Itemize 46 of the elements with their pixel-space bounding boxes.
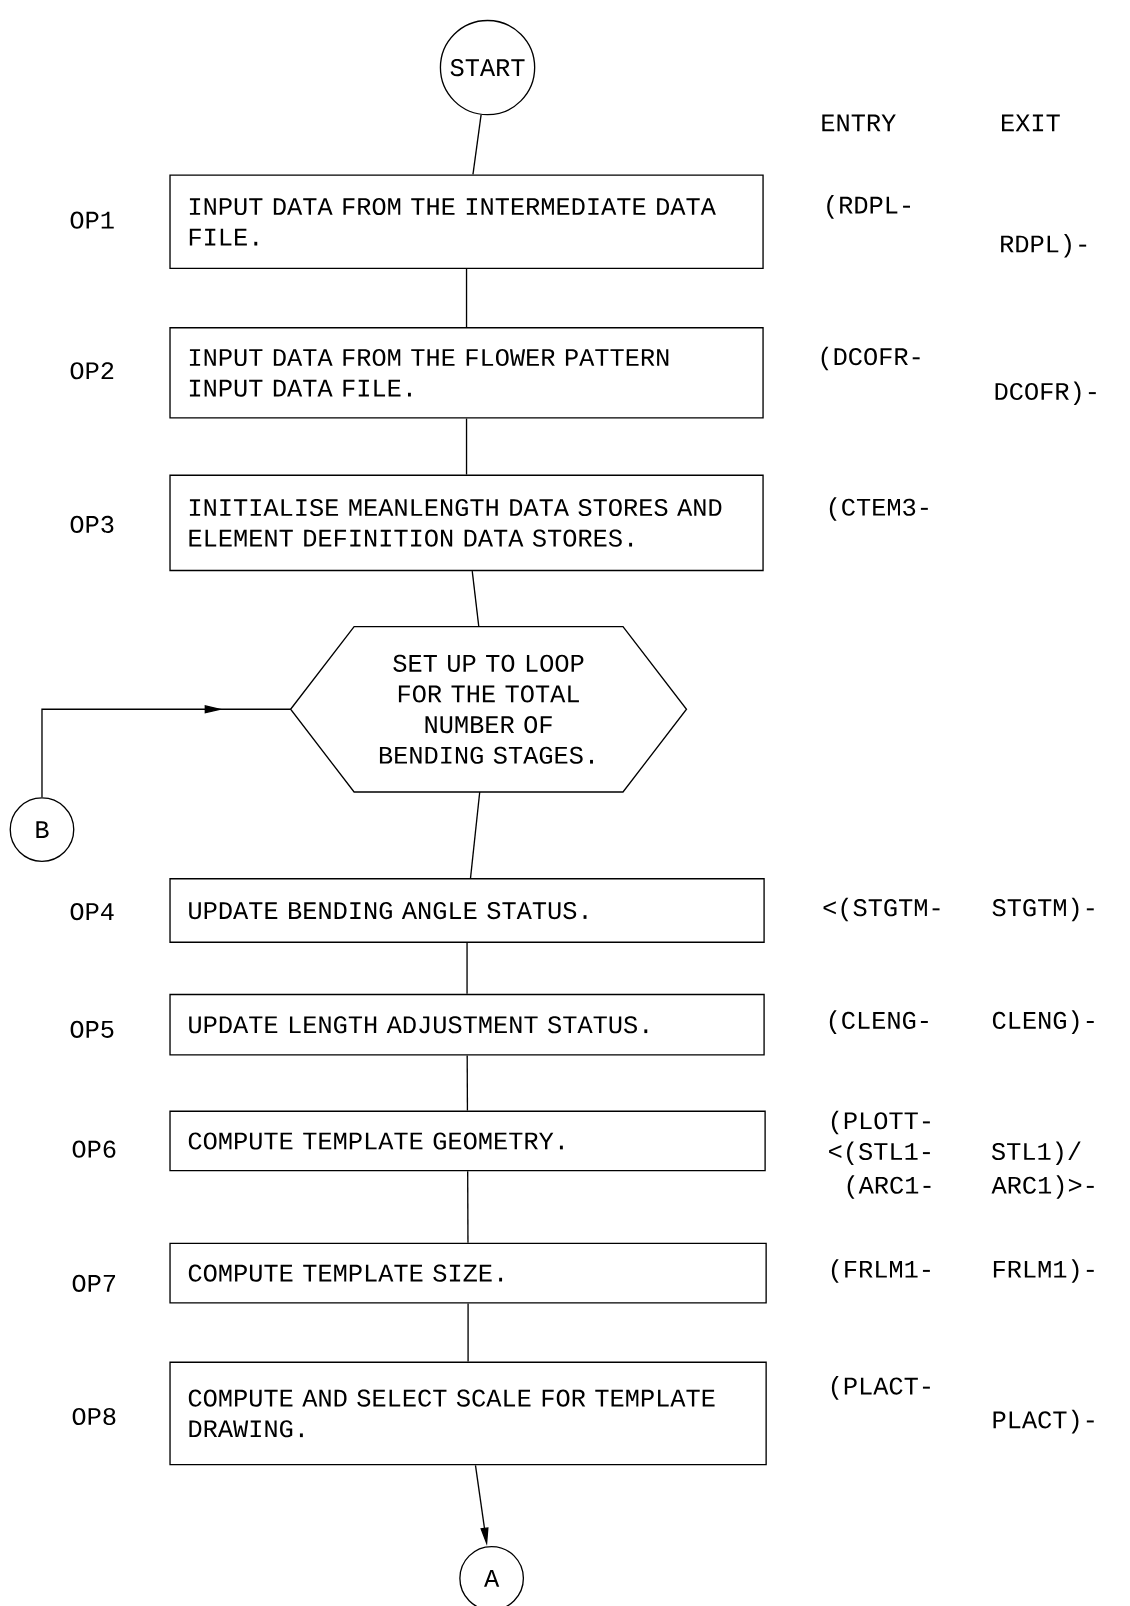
step-label: OP7 [72,1274,116,1292]
routine-label: (CLENG- [829,1010,928,1034]
routine-label: EXIT [1002,114,1060,132]
routine-label: <(STGTM- [823,897,940,922]
routine-label: (ARC1- [847,1175,931,1199]
routine-label: ARC1)>- [991,1175,1094,1199]
routine-label: STL1)/ [992,1141,1081,1166]
routine-label: (FRLM1- [832,1259,930,1283]
process-box: COMPUTE AND SELECT SCALE FOR TEMPLATE DRAWING. [169,1361,767,1466]
routine-label: (PLACT- [832,1376,930,1400]
routine-label: (RDPL- [827,195,911,219]
connector-line [470,791,481,879]
step-label: OP6 [72,1140,116,1158]
routine-label: ENTRY [822,114,896,132]
connector-line [466,268,468,328]
step-label: OP4 [70,902,114,921]
step-label: OP1 [70,211,114,229]
routine-label: RDPL)- [1001,234,1087,258]
connector-line [467,1302,469,1363]
routine-label: (DCOFR- [821,346,920,371]
process-box: INPUT DATA FROM THE INTERMEDIATE DATA FILE. [169,174,764,269]
step-label: OP3 [70,515,114,533]
step-label: OP5 [70,1020,114,1038]
process-box: COMPUTE TEMPLATE SIZE. [169,1242,767,1304]
connector-line [467,1170,469,1244]
routine-label: <(STL1- [829,1141,930,1166]
routine-label: DCOFR)- [995,381,1096,406]
routine-label: (PLOTT- [832,1110,930,1135]
connector-line [471,570,480,628]
process-box: UPDATE BENDING ANGLE STATUS. [169,878,765,943]
routine-label: STGTM)- [992,897,1094,922]
connector-line [466,417,468,476]
arrow [41,705,292,798]
routine-label: CLENG)- [993,1010,1094,1034]
process-box: COMPUTE TEMPLATE GEOMETRY. [169,1110,766,1172]
connector-line [466,1054,469,1112]
process-box: INPUT DATA FROM THE FLOWER PATTERN INPUT DATA FILE. [169,327,764,419]
step-label: OP8 [72,1407,116,1426]
process-box: UPDATE LENGTH ADJUSTMENT STATUS. [169,993,765,1056]
routine-label: PLACT)- [993,1409,1094,1434]
connector-line [472,114,482,176]
connector-line [466,942,468,995]
routine-label: FRLM1)- [994,1259,1094,1283]
step-label: OP2 [70,362,114,380]
process-box: INITIALISE MEANLENGTH DATA STORES AND ELEMENT DEFINITION DATA STORES. [169,474,764,572]
routine-label: (CTEM3- [829,497,928,521]
